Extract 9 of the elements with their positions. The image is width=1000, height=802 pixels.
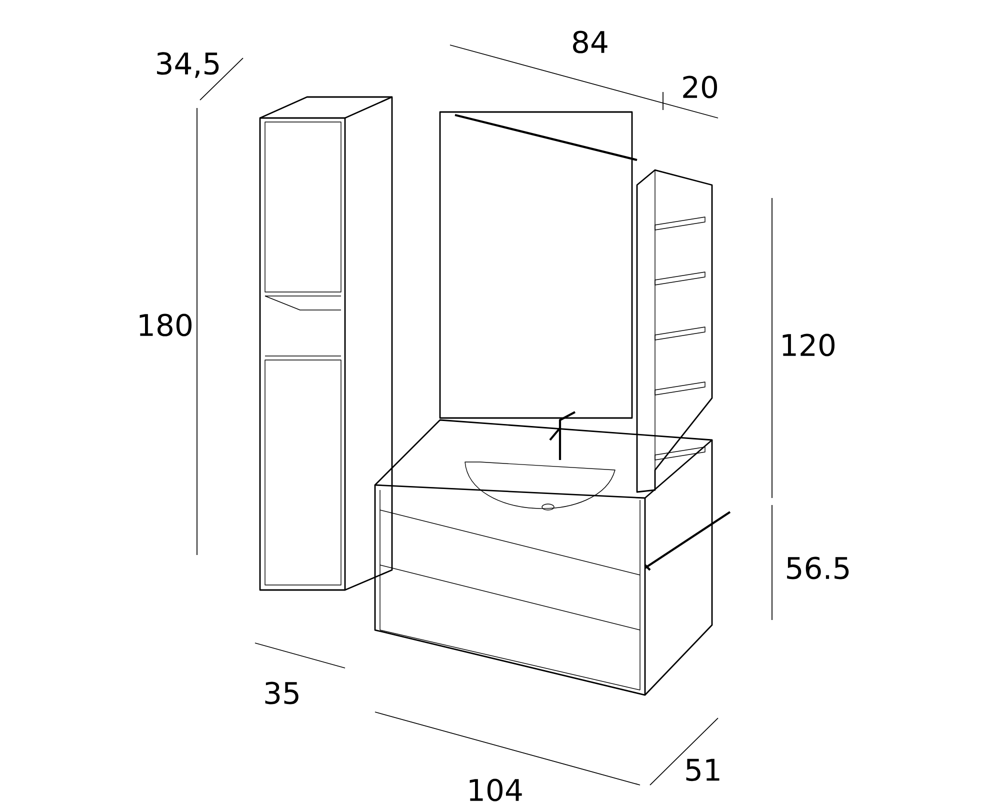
dimension-label: 51 [686,758,720,782]
dimension-label: 56.5 [787,556,849,580]
dimension-label: 20 [683,76,718,98]
dimension-label: 104 [470,778,522,802]
dimension-label: 84 [573,30,608,54]
dimension-label: 120 [782,334,835,356]
dimension-label: 34,5 [157,52,219,78]
dimension-label: 180 [140,314,192,336]
dimension-label: 35 [265,682,298,704]
